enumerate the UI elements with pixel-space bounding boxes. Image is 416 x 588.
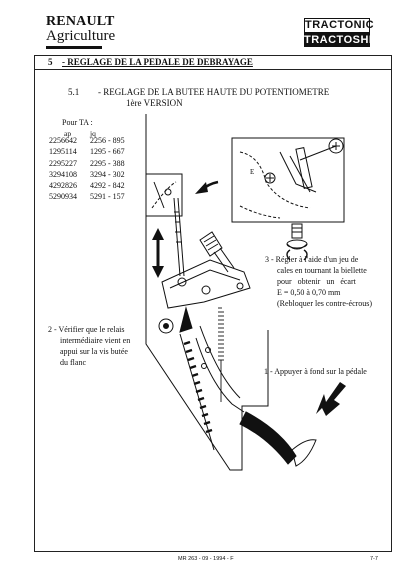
note-2-line: du flanc [60, 358, 86, 367]
brand-agriculture: Agriculture [46, 28, 116, 44]
section-number: 5 [48, 57, 53, 67]
potentiometer [199, 231, 235, 273]
serial-jq-value: 2295 - 388 [90, 158, 125, 168]
serial-ap-value: 4292826 [49, 181, 77, 191]
page-frame [34, 55, 392, 552]
serial-table-label: Pour TA : [62, 118, 93, 127]
serial-ap-value: 3294108 [49, 169, 77, 179]
note-3-line: 3 - Régler à l'aide d'un jeu de [265, 255, 359, 264]
subsection-title: - REGLAGE DE LA BUTEE HAUTE DU POTENTIOM… [98, 87, 330, 97]
bracket-outline [145, 114, 269, 471]
pedal-pad [239, 411, 317, 467]
main-spring [183, 340, 213, 434]
brand-underline [46, 46, 102, 49]
spring-rod [179, 333, 215, 451]
note-2-line: 2 - Vérifier que le relais [48, 325, 125, 334]
serial-jq-value: 3294 - 302 [90, 169, 125, 179]
note-3-line: pour obtenir un écart [277, 277, 356, 286]
section-title: - REGLAGE DE LA PEDALE DE DEBRAYAGE [62, 57, 253, 67]
pedal-arm [195, 325, 245, 413]
small-inset-mechanism [151, 181, 177, 209]
gap-label-e: E [250, 168, 254, 176]
serial-ap-value: 5290934 [49, 192, 77, 202]
rotate-arrows [286, 249, 308, 261]
page-number: 7-7 [370, 556, 378, 562]
push-arrow [316, 382, 346, 416]
serial-list-ap: 2256642 1295114 2295227 3294108 4292826 … [49, 135, 77, 203]
tractoshift-logo: TRACTOSHIFT [304, 33, 387, 47]
note-step-2: 2 - Vérifier que le relais intermédiaire… [48, 324, 148, 368]
serial-col-ap: ap [64, 129, 72, 138]
note-3-line: (Rebloquer les contre-écrous) [277, 299, 373, 308]
serial-jq-value: 4292 - 842 [90, 181, 125, 191]
connecting-rod [173, 197, 187, 287]
adjust-double-arrow [152, 228, 164, 278]
serial-ap-value: 1295114 [49, 147, 77, 157]
adjuster-screw [286, 223, 308, 250]
serial-jq-value: 5291 - 157 [90, 192, 125, 202]
serial-list-jq: 2256 - 895 1295 - 667 2295 - 388 3294 - … [90, 135, 125, 203]
return-spring-right [218, 307, 224, 402]
title-divider [34, 69, 391, 70]
clutch-pedal-diagram: E [145, 114, 346, 471]
relay-bellcrank [161, 259, 251, 333]
document-reference: MR 263 - 09 - 1994 - F [178, 556, 234, 562]
serial-jq-value: 2256 - 895 [90, 136, 125, 145]
pivot-bolt [158, 318, 174, 334]
serial-ap-value: 2295227 [49, 158, 77, 168]
note-3-line: E = 0,50 à 0,70 mm [277, 288, 341, 297]
note-3-line: cales en tournant la biellette [277, 266, 367, 275]
note-step-1: 1 - Appuyer à fond sur la pédale [264, 367, 367, 376]
serial-jq-value: 1295 - 667 [90, 147, 125, 157]
subsection-number: 5.1 [68, 87, 80, 97]
serial-ap-value: 2256642 [49, 136, 77, 145]
note-step-3: 3 - Régler à l'aide d'un jeu de cales en… [265, 254, 385, 309]
note-2-line: intermédiaire vient en [60, 336, 131, 345]
brand-renault: RENAULT [46, 14, 115, 29]
detail-inset-mechanism [239, 138, 344, 219]
detail-inset-frame [231, 137, 345, 223]
serial-col-jq: jq [90, 129, 96, 138]
small-inset-frame [145, 173, 183, 217]
note-2-line: appui sur la vis butée [60, 347, 128, 356]
subsection-version: 1ère VERSION [126, 98, 183, 108]
tractonic-logo: TRACTONIC [304, 18, 375, 33]
